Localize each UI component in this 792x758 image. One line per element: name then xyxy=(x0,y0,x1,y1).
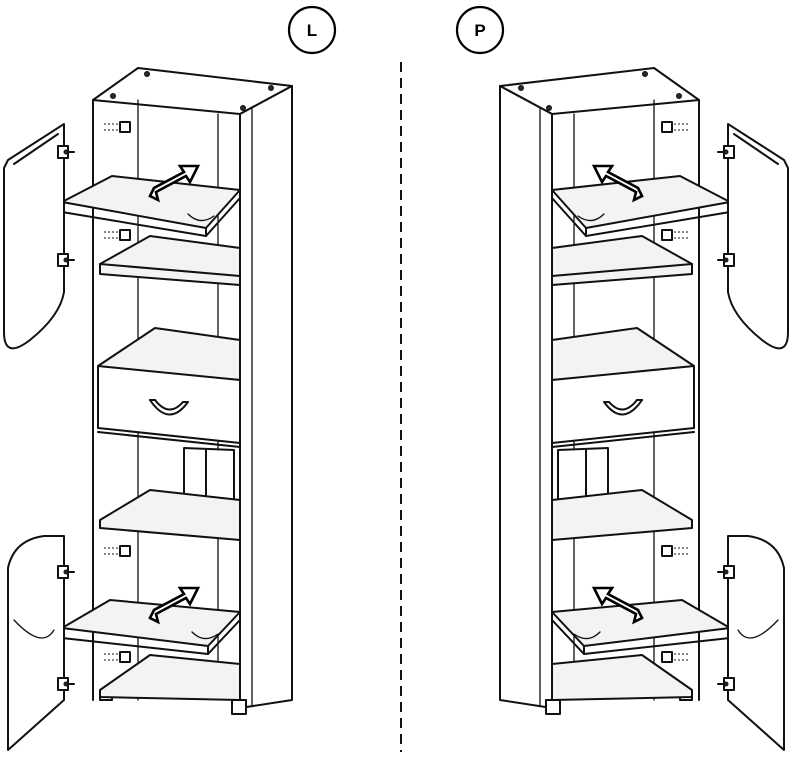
arrow-upper-left-icon xyxy=(148,164,201,203)
label-left: L xyxy=(307,21,317,40)
label-left-badge: L xyxy=(287,5,337,55)
arrow-lower-right-icon xyxy=(591,586,644,625)
label-right-badge: P xyxy=(455,5,505,55)
cabinet-right xyxy=(499,67,789,751)
label-right: P xyxy=(474,21,485,40)
arrow-upper-right-icon xyxy=(591,164,644,203)
cabinet-left xyxy=(3,67,293,751)
arrow-lower-left-icon xyxy=(148,586,201,625)
